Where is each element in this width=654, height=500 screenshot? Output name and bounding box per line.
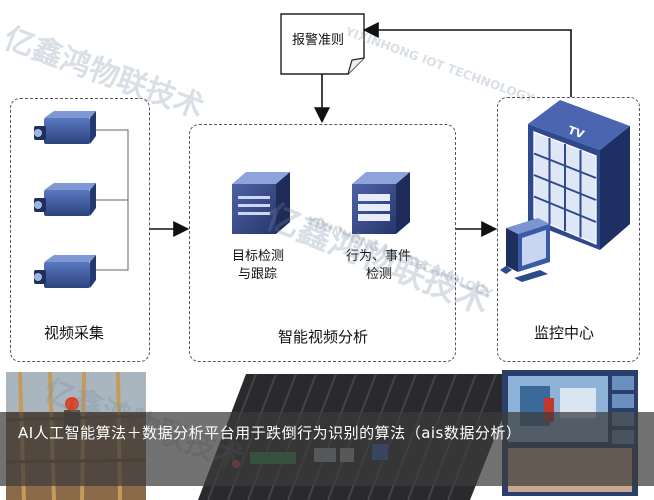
analysis-panel-label: 智能视频分析: [278, 328, 369, 346]
server-icon-event: [352, 172, 410, 234]
caption-overlay: [0, 412, 654, 486]
capture-panel-label: 视频采集: [44, 324, 105, 342]
panel-video-capture: [10, 98, 150, 362]
event-server-label-line2: 检测: [366, 267, 393, 282]
monitor-panel-label: 监控中心: [534, 324, 595, 342]
alarm-rule-label: 报警准则: [292, 33, 345, 48]
server-icon-detection: [232, 172, 290, 234]
camera-icon-2: [34, 183, 96, 216]
detection-server-label-line2: 与跟踪: [238, 267, 278, 282]
alarm-rule-document: [280, 13, 365, 75]
monitor-to-rule-arrow: [362, 22, 572, 97]
panel-intelligent-analysis: [189, 124, 456, 362]
detection-server-label-line1: 目标检测: [232, 249, 285, 264]
computer-icon: [500, 218, 550, 282]
caption-text: AI人工智能算法＋数据分析平台用于跌倒行为识别的算法（ais数据分析）: [18, 424, 522, 442]
camera-icon-3: [34, 255, 96, 288]
tv-wall-icon: [528, 100, 630, 250]
camera-icon-1: [34, 111, 96, 144]
panel-monitor-center: [497, 97, 640, 362]
event-server-label-line1: 行为、事件: [346, 249, 412, 264]
